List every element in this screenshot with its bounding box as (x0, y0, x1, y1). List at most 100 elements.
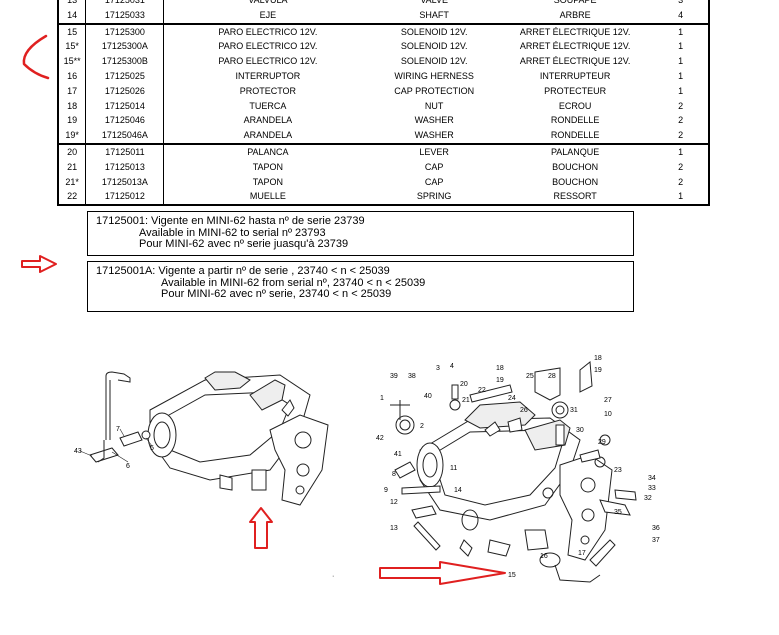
callout-22: 22 (478, 387, 486, 394)
french-name: BOUCHON (552, 161, 599, 172)
callout-30: 30 (576, 427, 584, 434)
callout-8: 8 (392, 471, 396, 478)
french-name: INTERRUPTEUR (539, 70, 611, 81)
callout-14: 14 (454, 487, 462, 494)
spanish-name: PROTECTOR (239, 85, 297, 96)
spanish-name: ARANDELA (243, 130, 293, 141)
callout-11: 11 (450, 465, 457, 472)
item-number: 13 (58, 0, 87, 8)
part-reference: 17125300B (85, 54, 165, 69)
spanish-name: PALANCA (163, 142, 372, 160)
note-line-en: Available in MINI-62 from serial nº, 237… (161, 276, 426, 289)
part-reference: 17125300 (85, 22, 165, 40)
quantity: 1 (653, 22, 709, 40)
spanish-name: PARO ELECTRICO 12V. (218, 41, 318, 52)
french-name: RONDELLE (550, 130, 600, 141)
english-name: SOLENOID 12V. (400, 41, 468, 52)
item-number: 20 (58, 142, 87, 160)
note-line-es: 17125001: Vigente en MINI-62 hasta nº de… (96, 215, 365, 227)
callout-43: 43 (74, 448, 82, 455)
item-number: 22 (58, 189, 87, 206)
english-name: SHAFT (419, 9, 449, 20)
english-name: SOLENOID 12V. (400, 56, 468, 67)
red-arrow-up (249, 507, 273, 549)
part-reference: 17125033 (85, 7, 165, 24)
french-name: ARRET ÉLECTRIQUE 12V. (519, 41, 631, 52)
quantity: 2 (678, 100, 684, 111)
english-name: WIRING HERNESS (394, 70, 474, 81)
item-number: 19* (58, 128, 87, 144)
serial-note-17125001: 17125001: Vigente en MINI-62 hasta nº de… (87, 211, 634, 256)
callout-20: 20 (460, 381, 468, 388)
callout-37: 37 (652, 537, 660, 544)
french-name: RONDELLE (550, 115, 600, 126)
english-name: VALVE (420, 0, 449, 5)
callout-7: 7 (116, 426, 120, 433)
part-reference: 17125046 (85, 113, 165, 129)
callout-38: 38 (408, 373, 416, 380)
spanish-name: EJE (259, 9, 277, 20)
spanish-name: VALVULA (248, 0, 288, 5)
item-number: 16 (58, 68, 87, 84)
quantity: 2 (678, 115, 684, 126)
note-line-fr: Pour MINI-62 avec nº serie juasqu'à 2373… (139, 238, 349, 250)
quantity: 2 (678, 176, 684, 187)
callout-4: 4 (450, 363, 454, 370)
spanish-name: ARANDELA (243, 115, 293, 126)
part-reference: 17125026 (85, 83, 165, 99)
callout-35: 35 (614, 509, 622, 516)
item-number: 17 (58, 83, 87, 99)
quantity: 1 (678, 41, 684, 52)
item-number: 21* (58, 174, 87, 190)
part-reference: 17125014 (85, 98, 165, 114)
item-number: 19 (58, 113, 87, 129)
callout-6: 6 (126, 463, 130, 470)
spanish-name: INTERRUPTOR (235, 70, 301, 81)
part-reference: 17125300A (85, 39, 165, 55)
part-reference: 17125013A (85, 174, 165, 190)
part-reference: 17125011 (85, 142, 165, 160)
part-reference: 17125046A (85, 128, 165, 144)
left-leader-lines (79, 428, 153, 463)
right-pump-drawing (390, 361, 637, 583)
part-reference: 17125013 (85, 159, 165, 175)
item-number: 18 (58, 98, 87, 114)
french-name: ARRET ÉLECTRIQUE 12V. (497, 22, 654, 40)
callout-13: 13 (390, 525, 398, 532)
quantity: 1 (653, 142, 709, 160)
english-name: WASHER (414, 130, 454, 141)
item-number: 15 (58, 22, 87, 40)
callout-34: 34 (648, 475, 656, 482)
french-name: BOUCHON (552, 176, 599, 187)
callout-28: 28 (548, 373, 556, 380)
english-name: SOLENOID 12V. (371, 22, 498, 40)
part-reference: 17125012 (85, 189, 165, 206)
english-name: CAP PROTECTION (394, 85, 475, 96)
quantity: 1 (678, 191, 684, 202)
callout-39: 39 (390, 373, 398, 380)
note-line-es: 17125001A: Vigente a partir nº de serie … (96, 265, 390, 277)
red-arrow-note (21, 255, 57, 273)
callout-12: 12 (390, 499, 398, 506)
callout-23: 23 (614, 467, 622, 474)
callout-5: 5 (150, 445, 154, 452)
callout-31: 31 (570, 407, 578, 414)
quantity: 1 (678, 70, 684, 81)
right-callouts: 39 38 40 4 3 20 21 18 19 22 25 24 26 28 … (376, 355, 660, 579)
stray-mark: · (332, 573, 334, 580)
callout-42: 42 (376, 435, 384, 442)
serial-note-17125001a: 17125001A: Vigente a partir nº de serie … (87, 261, 634, 312)
note-line-en: Available in MINI-62 to serial nº 23793 (139, 226, 326, 239)
callout-17: 17 (578, 550, 586, 557)
part-reference: 17125025 (85, 68, 165, 84)
